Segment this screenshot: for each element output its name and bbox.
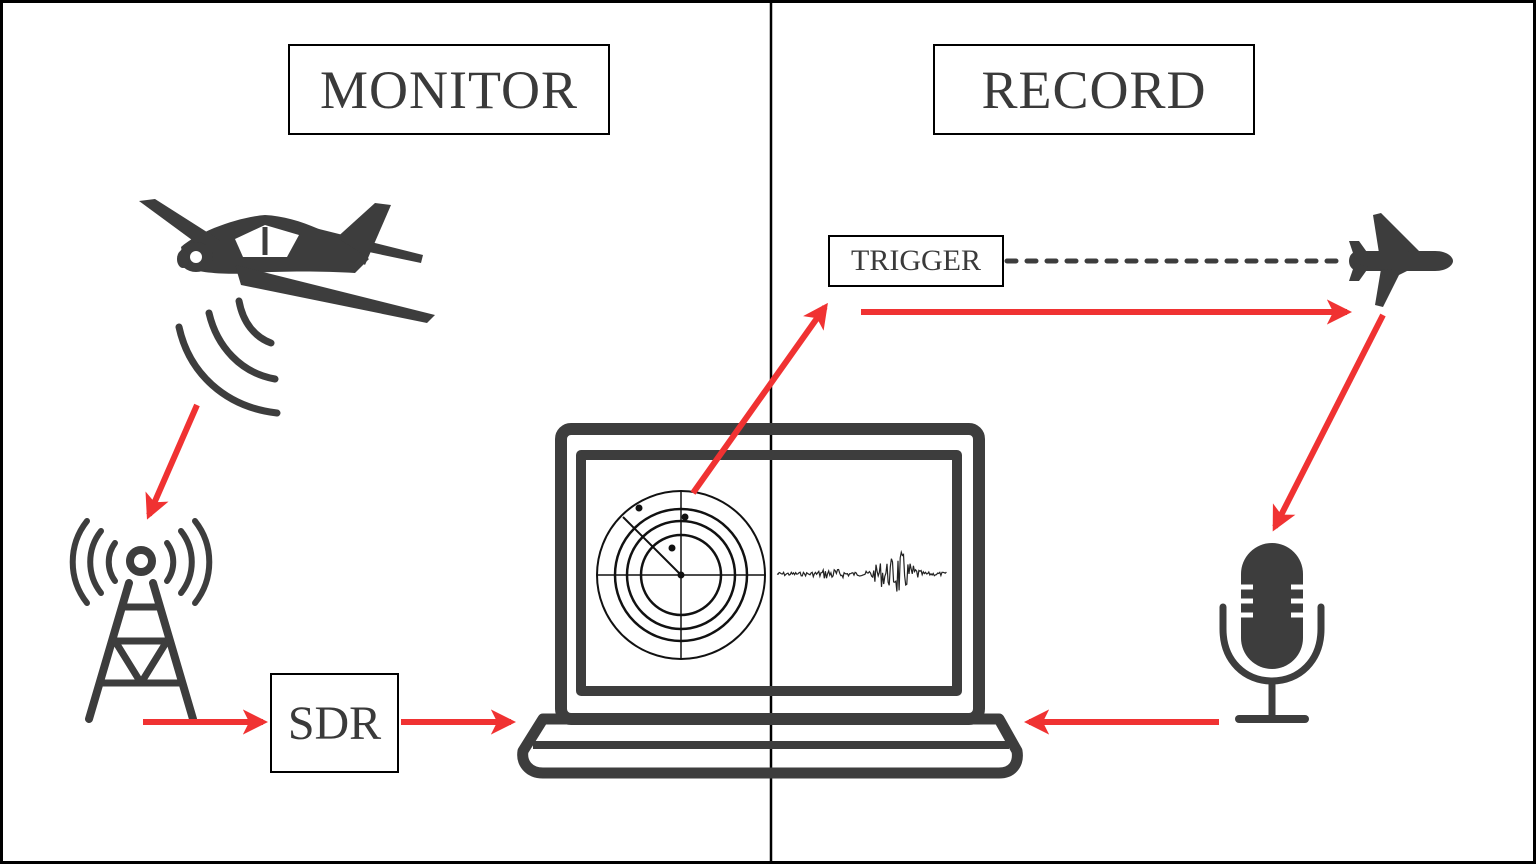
signal-flow-arrows bbox=[143, 299, 1386, 735]
monitor-section-title: MONITOR bbox=[288, 44, 610, 135]
radio-waves-icon bbox=[175, 297, 281, 417]
record-section-title: RECORD bbox=[933, 44, 1255, 135]
trigger-label: TRIGGER bbox=[828, 235, 1004, 287]
audio-waveform-icon bbox=[776, 549, 947, 592]
arrow-jet-to-microphone bbox=[1272, 313, 1386, 532]
arrow-radar-to-trigger bbox=[690, 302, 828, 495]
propeller-airplane-icon bbox=[139, 199, 435, 323]
radar-display-icon bbox=[596, 490, 766, 660]
microphone-icon bbox=[1219, 543, 1325, 723]
sdr-label: SDR bbox=[270, 673, 399, 773]
jet-airplane-icon bbox=[1349, 213, 1453, 307]
arrow-aircraft-to-tower bbox=[145, 403, 200, 520]
diagram-graphics bbox=[69, 3, 1453, 861]
laptop-icon bbox=[517, 423, 1023, 779]
radio-tower-icon bbox=[69, 518, 213, 723]
